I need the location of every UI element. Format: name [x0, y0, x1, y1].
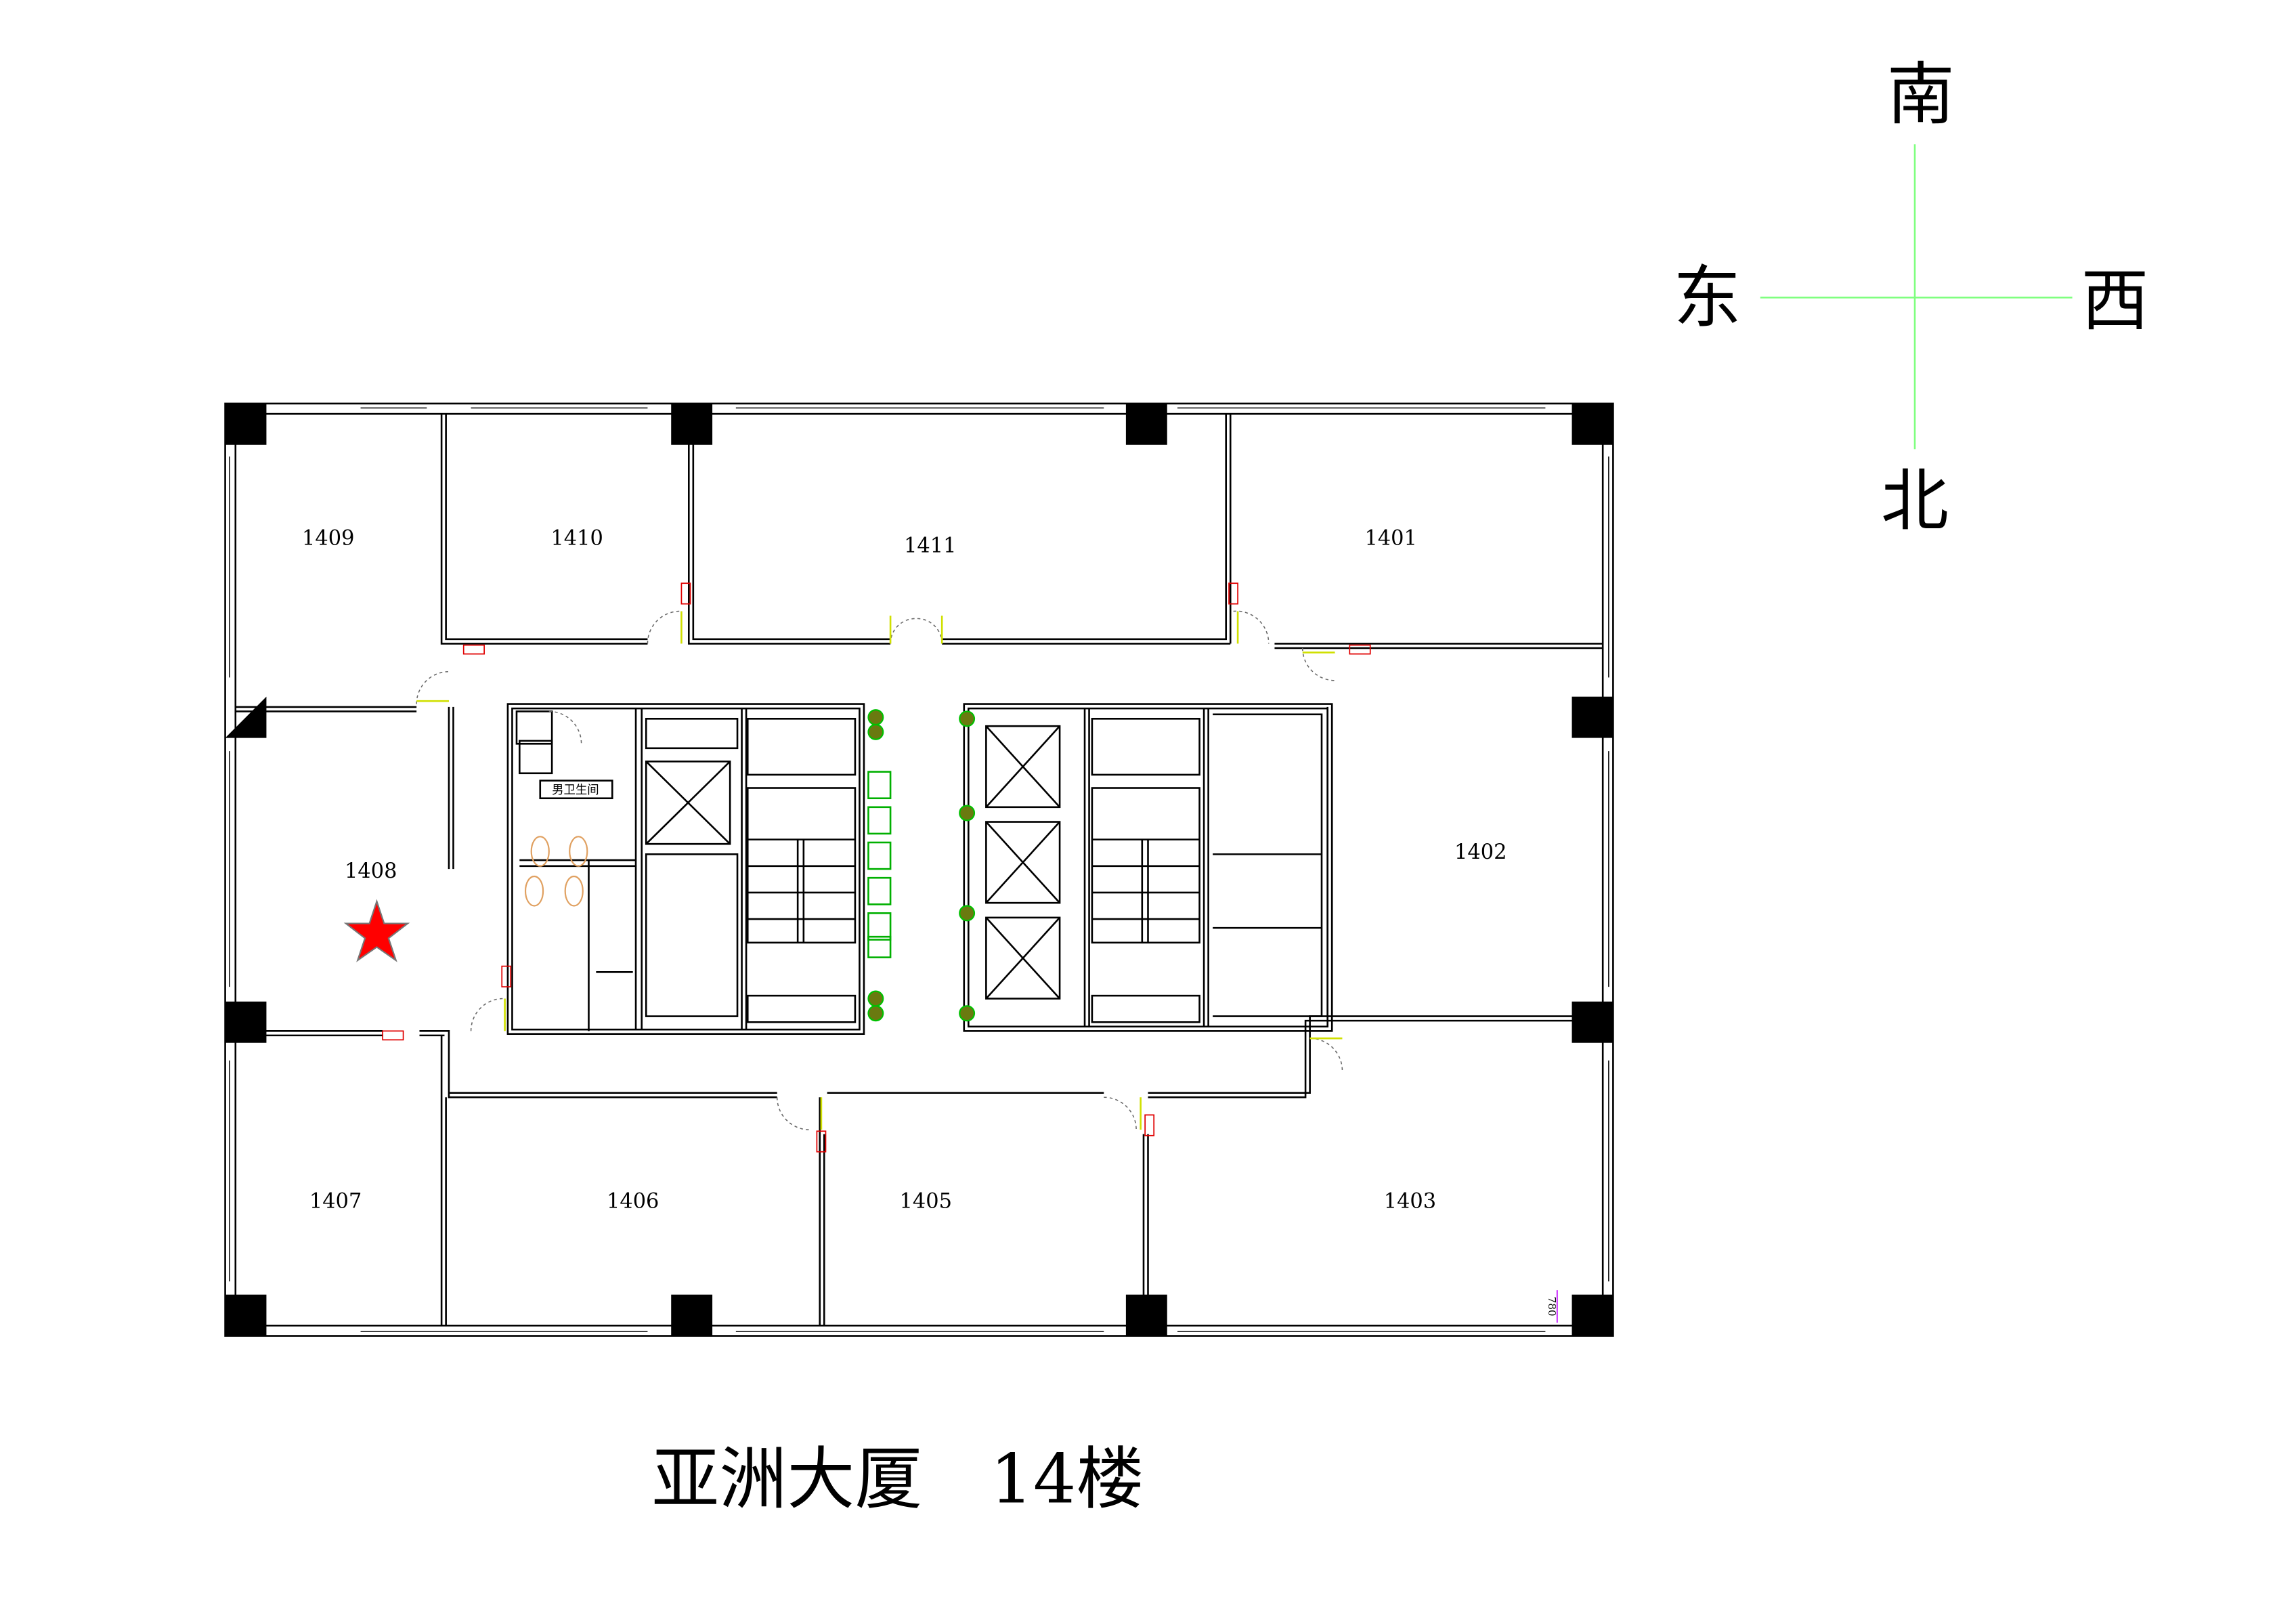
room-1409: 1409 — [302, 527, 354, 551]
floor-title: 亚洲大厦 14楼 — [651, 1439, 1144, 1518]
door-markers — [382, 582, 1371, 1153]
toilets — [524, 836, 588, 907]
compass-west: 西 — [2081, 261, 2149, 340]
partitions — [235, 414, 1603, 1326]
compass-north: 北 — [1881, 461, 1949, 540]
star-icon — [343, 899, 410, 962]
room-1406: 1406 — [607, 1189, 659, 1213]
lobby-decor — [867, 709, 976, 1022]
room-1407: 1407 — [309, 1189, 362, 1213]
room-1401: 1401 — [1364, 527, 1416, 551]
door-leaves — [416, 611, 1343, 1130]
room-1411: 1411 — [904, 534, 956, 558]
dimension-mark: 780 — [1546, 1290, 1558, 1323]
room-1410: 1410 — [550, 527, 603, 551]
room-1408: 1408 — [345, 859, 397, 883]
columns — [225, 403, 1613, 1336]
room-1402: 1402 — [1454, 840, 1507, 864]
compass-south: 南 — [1887, 55, 1955, 134]
compass: 南 东 西 北 — [1674, 55, 2149, 540]
room-labels: 1409 1410 1411 1401 1402 1408 1407 1406 … — [302, 527, 1507, 1214]
room-1405: 1405 — [900, 1189, 952, 1213]
dimension-label: 780 — [1546, 1297, 1558, 1317]
room-1403: 1403 — [1384, 1189, 1436, 1213]
restroom-label: 男卫生间 — [552, 784, 599, 797]
outer-walls — [224, 402, 1614, 1337]
compass-east: 东 — [1674, 258, 1741, 337]
